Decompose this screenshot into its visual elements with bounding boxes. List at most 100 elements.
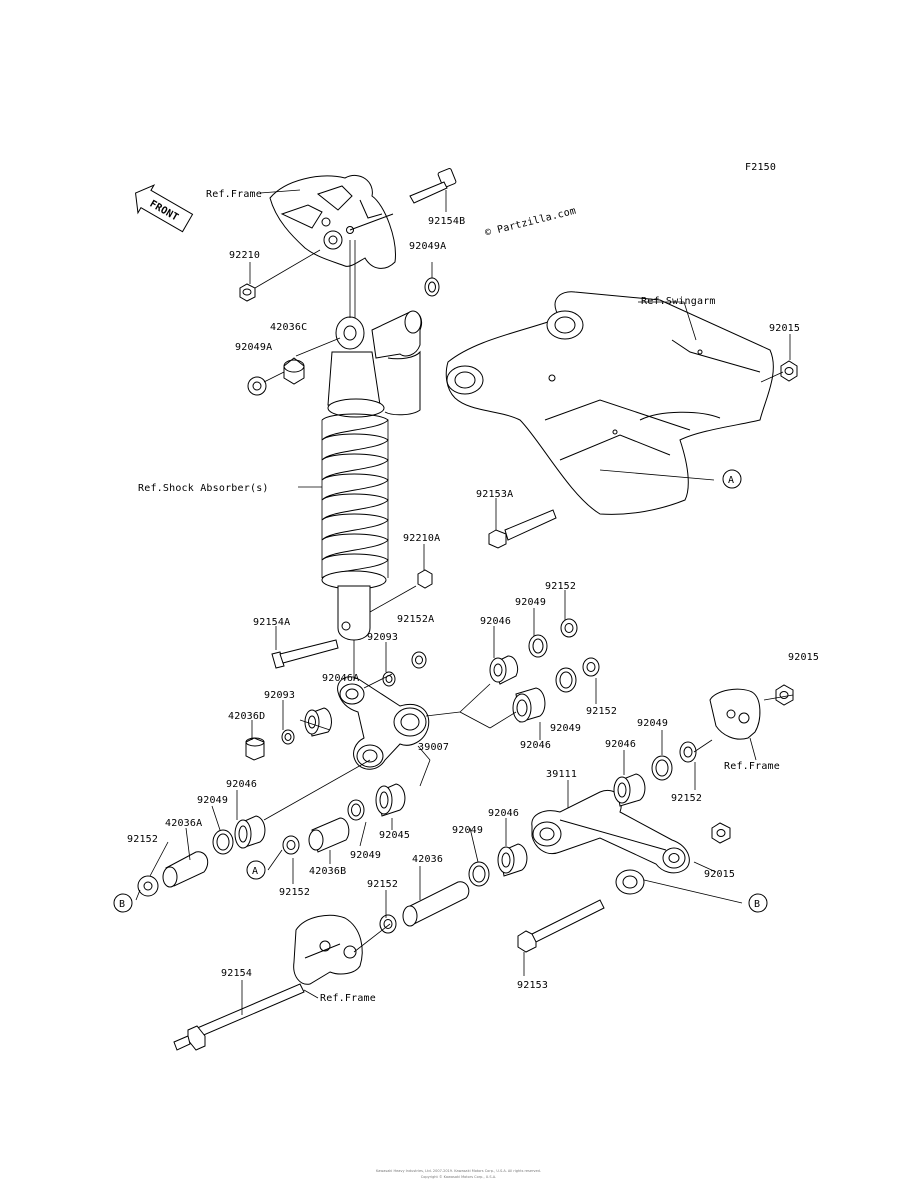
seal-92049A-top <box>424 277 440 297</box>
label-92152-c: 92152 <box>671 793 702 804</box>
label-92015-right: 92015 <box>788 652 819 663</box>
label-92152-a: 92152 <box>545 581 576 592</box>
seal-92093-a <box>382 671 396 687</box>
nut-92210 <box>239 283 256 302</box>
swingarm <box>445 291 774 515</box>
callout-b-right: B <box>748 893 768 913</box>
seal-92049-f <box>468 861 490 887</box>
label-92046-a: 92046 <box>480 616 511 627</box>
svg-text:B: B <box>754 899 760 910</box>
label-92153A: 92153A <box>476 489 513 500</box>
label-92046-c: 92046 <box>605 739 636 750</box>
seal-92049-c <box>212 829 234 855</box>
label-92093-b: 92093 <box>264 690 295 701</box>
label-92049-f: 92049 <box>350 850 381 861</box>
collar-42036 <box>402 881 470 927</box>
label-92210A: 92210A <box>403 533 440 544</box>
seal-92093-b <box>281 729 295 745</box>
label-92049A-mid: 92049A <box>235 342 272 353</box>
label-ref-frame-right: Ref.Frame <box>724 761 780 772</box>
label-92046A: 92046A <box>322 673 359 684</box>
nut-92015-top <box>780 360 798 382</box>
seal-92049-e <box>347 799 365 821</box>
label-92152-d: 92152 <box>127 834 158 845</box>
bearing-92046A <box>304 707 332 737</box>
callout-b-left: B <box>113 893 133 913</box>
callout-a-upper: A <box>722 469 742 489</box>
rocker-arm-39007 <box>337 676 430 770</box>
label-92152-b: 92152 <box>586 706 617 717</box>
nut-92015-right <box>775 684 794 706</box>
label-92049-d: 92049 <box>197 795 228 806</box>
collar-42036C <box>283 357 305 385</box>
collar-small-a <box>411 651 427 669</box>
front-arrow: FRONT <box>135 184 194 233</box>
footer-line-2: Copyright © Kawasaki Motors Corp., U.S.A… <box>420 1175 497 1179</box>
watermark: © Partzilla.com <box>484 206 577 239</box>
washer-92152-a <box>560 618 578 638</box>
label-42036: 42036 <box>412 854 443 865</box>
label-92049-a: 92049 <box>515 597 546 608</box>
label-92015-bottom: 92015 <box>704 869 735 880</box>
label-92046-b: 92046 <box>520 740 551 751</box>
bearing-92046-c <box>234 815 266 849</box>
washer-92152-b <box>582 657 600 677</box>
label-92049-c: 92049 <box>637 718 668 729</box>
figure-code: F2150 <box>745 162 776 173</box>
nut-92210A <box>417 569 433 589</box>
collar-42036B <box>308 817 350 853</box>
label-92049A-top: 92049A <box>409 241 446 252</box>
label-39111: 39111 <box>546 769 577 780</box>
label-ref-frame-top: Ref.Frame <box>206 189 262 200</box>
seal-92049-a <box>528 634 548 658</box>
bearing-92046-a <box>489 655 519 685</box>
label-92154: 92154 <box>221 968 252 979</box>
seal-92049A-mid <box>247 376 267 396</box>
svg-text:A: A <box>728 475 734 486</box>
bearing-92046-e <box>497 843 528 877</box>
bolt-92153A <box>488 509 557 549</box>
washer-92152-c <box>679 741 697 763</box>
frame-bracket-right <box>709 688 761 740</box>
washer-92152-e <box>282 835 300 855</box>
bearing-92046-b <box>512 687 546 723</box>
label-92153: 92153 <box>517 980 548 991</box>
label-92210: 92210 <box>229 250 260 261</box>
label-42036A: 42036A <box>165 818 202 829</box>
label-92152A: 92152A <box>397 614 434 625</box>
bolt-92154B <box>409 168 457 204</box>
nut-92015-bottom <box>711 822 731 844</box>
label-42036D: 42036D <box>228 711 265 722</box>
label-92093-a: 92093 <box>367 632 398 643</box>
label-39007: 39007 <box>418 742 449 753</box>
callout-a-lower: A <box>246 860 266 880</box>
bolt-92154A <box>271 639 339 669</box>
label-92045: 92045 <box>379 830 410 841</box>
bolt-92153 <box>517 899 605 953</box>
label-42036C: 42036C <box>270 322 307 333</box>
seal-92049-d <box>651 755 673 781</box>
label-ref-frame-bottom: Ref.Frame <box>320 993 376 1004</box>
label-92049-b: 92049 <box>550 723 581 734</box>
collar-42036D <box>245 737 265 761</box>
label-92154A: 92154A <box>253 617 290 628</box>
frame-bracket-bottom <box>293 914 363 985</box>
footer-line-1: Kawasaki Heavy Industries, Ltd. 2007-201… <box>376 1169 541 1173</box>
svg-text:A: A <box>252 866 258 877</box>
collar-42036A <box>162 851 209 888</box>
label-92154B: 92154B <box>428 216 465 227</box>
label-42036B: 42036B <box>309 866 346 877</box>
svg-text:B: B <box>119 899 125 910</box>
bolt-92154 <box>173 983 305 1051</box>
seal-92049-b <box>555 667 577 693</box>
washer-92152-d <box>137 875 159 897</box>
shock-absorber <box>321 310 423 641</box>
label-92046-d: 92046 <box>226 779 257 790</box>
link-rod-39111 <box>531 790 690 874</box>
label-92046-e: 92046 <box>488 808 519 819</box>
leader-lines <box>135 189 794 1015</box>
label-ref-shock-absorber: Ref.Shock Absorber(s) <box>138 483 269 494</box>
label-92152-e: 92152 <box>279 887 310 898</box>
frame-bracket-top <box>269 174 396 269</box>
